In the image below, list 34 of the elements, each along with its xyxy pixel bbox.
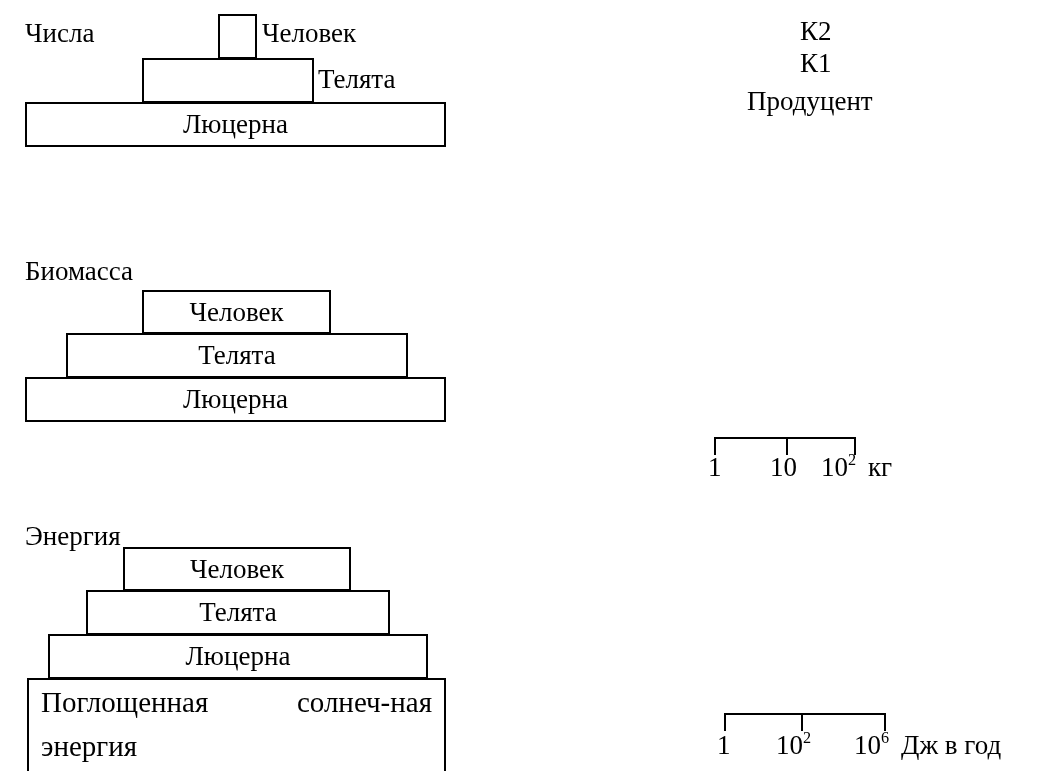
level-label: Поглощенная солнеч-ная энергия [40,685,433,764]
level-caption: Человек [262,18,357,48]
level-label: Телята [198,596,278,629]
label: 1 [708,452,722,482]
level-box [142,58,314,103]
label: Дж в год [901,730,1002,760]
level-label: Люцерна [182,108,289,141]
label: 10$^{2}$ [776,730,812,760]
label: 10$^{2}$ [821,452,857,482]
level-box [142,290,331,334]
label: Продуцент [747,86,873,116]
level-box [27,678,446,771]
section-heading: Биомасса [25,256,134,286]
level-box [48,634,428,679]
level-label: Люцерна [184,640,292,673]
label: К1 [800,48,832,78]
level-label: Люцерна [182,383,289,416]
level-box [86,590,390,635]
level-box [123,547,351,591]
label: 10$^{6}$ [854,730,890,760]
level-box [218,14,257,59]
level-caption: Телята [318,64,396,94]
section-heading: Числа [25,18,95,48]
level-label: Телята [197,339,277,372]
label: кг [868,452,893,482]
level-box [25,102,446,147]
level-box [66,333,408,378]
label: К2 [800,16,832,46]
level-box [25,377,446,422]
section-heading: Энергия [25,521,121,551]
level-label: Человек [188,553,286,586]
level-label: Человек [188,296,285,329]
label: 10 [770,452,797,482]
label: 1 [717,730,731,760]
